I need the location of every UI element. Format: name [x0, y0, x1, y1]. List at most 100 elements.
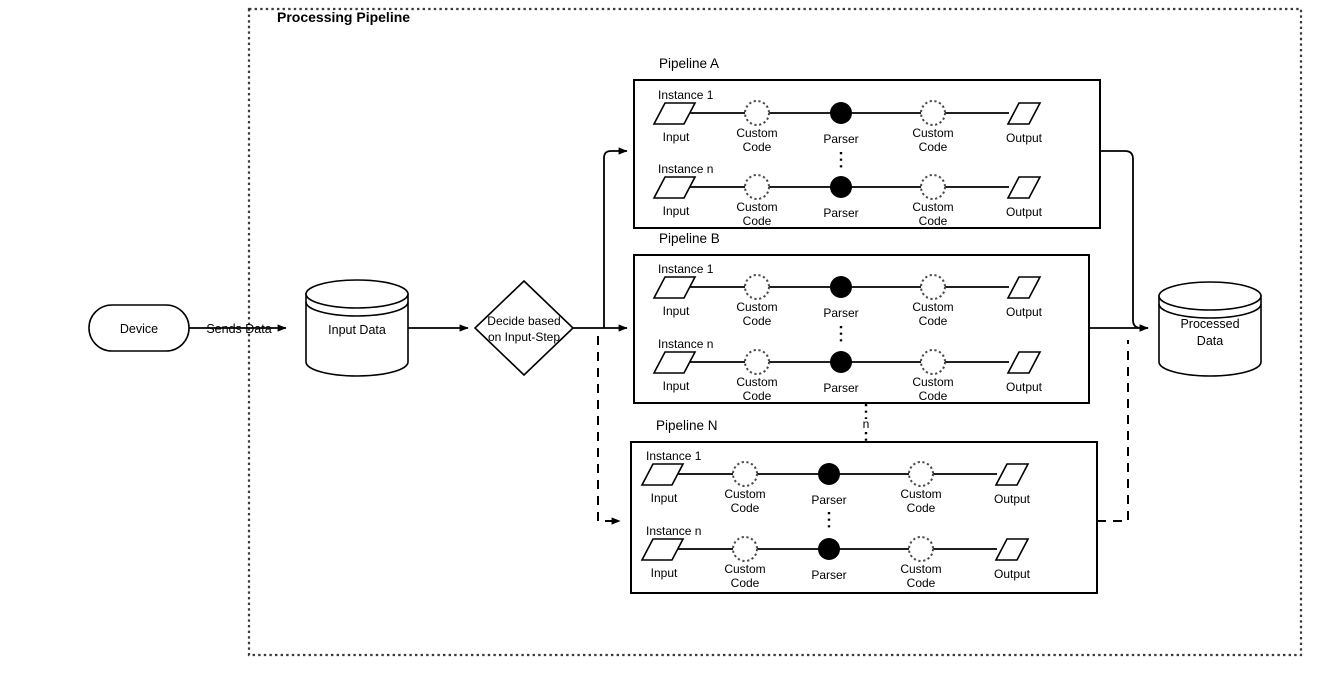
- pn-r1-custom-code-1[interactable]: [732, 461, 758, 487]
- pa-r2-cc2-label-line2: Code: [919, 214, 948, 228]
- pa-r1-input-shape[interactable]: [652, 102, 697, 125]
- pa-r1-custom-code-2[interactable]: [920, 100, 946, 126]
- edge-branch-to-pipeline-n: [597, 336, 621, 525]
- pa-r1-output-shape[interactable]: [1006, 102, 1042, 125]
- processed-data-label-line2: Data: [1197, 334, 1223, 348]
- pn-r2-cc2-label-line2: Code: [907, 576, 936, 590]
- pn-r2-instance-label: Instance n: [646, 524, 701, 538]
- pb-r2-cc2-label-line1: Custom: [912, 375, 953, 389]
- pn-r2-output-shape[interactable]: [994, 538, 1030, 561]
- processed-data-cylinder-ring: [1158, 303, 1262, 319]
- edge-label-sends-data: Sends Data: [206, 322, 271, 336]
- pa-r2-cc2-label-line1: Custom: [912, 200, 953, 214]
- pb-r2-output-label: Output: [1006, 380, 1043, 394]
- pa-r1-input-label: Input: [663, 130, 690, 144]
- processed-data-label-line1: Processed: [1180, 317, 1239, 331]
- pn-r1-input-label: Input: [651, 491, 678, 505]
- pa-r1-cc2-label-line1: Custom: [912, 126, 953, 140]
- pa-r1-custom-code-1[interactable]: [744, 100, 770, 126]
- pa-r2-input-shape[interactable]: [652, 176, 697, 199]
- pa-r1-parser[interactable]: [830, 102, 852, 124]
- pb-r2-parser-label: Parser: [823, 381, 858, 395]
- pb-r1-output-label: Output: [1006, 305, 1043, 319]
- pn-r1-cc2-label-line2: Code: [907, 501, 936, 515]
- pa-r2-input-label: Input: [663, 204, 690, 218]
- processed-data-cylinder-top: [1158, 281, 1262, 311]
- edge-branch-to-pipeline-a: [603, 147, 628, 328]
- processing-pipeline-container: [247, 7, 1303, 657]
- pn-r1-output-shape[interactable]: [994, 463, 1030, 486]
- input-data-label: Input Data: [328, 323, 386, 337]
- pn-r1-custom-code-2[interactable]: [908, 461, 934, 487]
- pa-r2-custom-code-2[interactable]: [920, 174, 946, 200]
- pn-r2-input-shape[interactable]: [640, 538, 685, 561]
- pn-r1-parser[interactable]: [818, 463, 840, 485]
- pb-r1-cc1-label-line2: Code: [743, 314, 772, 328]
- pn-r1-input-shape[interactable]: [640, 463, 685, 486]
- pb-r2-input-label: Input: [663, 379, 690, 393]
- pa-r2-cc1-label-line2: Code: [743, 214, 772, 228]
- pb-r1-input-shape[interactable]: [652, 276, 697, 299]
- pn-r1-output-label: Output: [994, 492, 1031, 506]
- page-title: Processing Pipeline: [277, 9, 410, 25]
- pn-r2-parser[interactable]: [818, 538, 840, 560]
- pb-r2-cc2-label-line2: Code: [919, 389, 948, 403]
- pb-r1-input-label: Input: [663, 304, 690, 318]
- pb-r1-cc2-label-line1: Custom: [912, 300, 953, 314]
- pa-r1-instance-label: Instance 1: [658, 88, 714, 102]
- pb-r1-parser[interactable]: [830, 276, 852, 298]
- pb-r2-cc1-label-line1: Custom: [736, 375, 777, 389]
- pb-r2-custom-code-1[interactable]: [744, 349, 770, 375]
- edge-pipeline-n-to-processed: [1097, 340, 1129, 522]
- pb-r2-output-shape[interactable]: [1006, 351, 1042, 374]
- pa-r1-cc2-label-line2: Code: [919, 140, 948, 154]
- decision-label-line1: Decide based: [487, 314, 560, 328]
- decision-diamond[interactable]: [473, 279, 575, 377]
- pa-r1-cc1-label-line2: Code: [743, 140, 772, 154]
- pipeline-a-title: Pipeline A: [659, 56, 719, 71]
- input-data-cylinder-top: [305, 279, 409, 309]
- pb-r2-input-shape[interactable]: [652, 351, 697, 374]
- pb-r1-cc2-label-line2: Code: [919, 314, 948, 328]
- pn-r2-cc2-label-line1: Custom: [900, 562, 941, 576]
- pipeline-b-title: Pipeline B: [659, 231, 720, 246]
- pn-r1-parser-label: Parser: [811, 493, 846, 507]
- pipeline-b-box[interactable]: [633, 254, 1090, 404]
- pn-r2-output-label: Output: [994, 567, 1031, 581]
- pb-r2-instance-label: Instance n: [658, 337, 713, 351]
- pn-r2-cc1-label-line2: Code: [731, 576, 760, 590]
- pa-r1-cc1-label-line1: Custom: [736, 126, 777, 140]
- pn-r1-cc2-label-line1: Custom: [900, 487, 941, 501]
- decision-label-line2: on Input-Step: [488, 330, 560, 344]
- pn-r2-custom-code-1[interactable]: [732, 536, 758, 562]
- pa-r1-output-label: Output: [1006, 131, 1043, 145]
- pn-r2-cc1-label-line1: Custom: [724, 562, 765, 576]
- pb-r2-parser[interactable]: [830, 351, 852, 373]
- edge-pipeline-a-to-processed: [1100, 150, 1149, 332]
- pa-r2-output-label: Output: [1006, 205, 1043, 219]
- pn-r1-cc1-label-line2: Code: [731, 501, 760, 515]
- pn-r1-cc1-label-line1: Custom: [724, 487, 765, 501]
- input-data-cylinder-ring: [305, 301, 409, 317]
- pa-r2-parser-label: Parser: [823, 206, 858, 220]
- pb-r2-custom-code-2[interactable]: [920, 349, 946, 375]
- pn-r2-custom-code-2[interactable]: [908, 536, 934, 562]
- device-label: Device: [120, 322, 158, 336]
- pb-r1-instance-label: Instance 1: [658, 262, 714, 276]
- pa-r2-output-shape[interactable]: [1006, 176, 1042, 199]
- pb-r1-output-shape[interactable]: [1006, 276, 1042, 299]
- pb-r1-custom-code-1[interactable]: [744, 274, 770, 300]
- pb-r1-parser-label: Parser: [823, 306, 858, 320]
- pa-r2-parser[interactable]: [830, 176, 852, 198]
- pb-r2-cc1-label-line2: Code: [743, 389, 772, 403]
- pipelines-ellipsis-label: n: [863, 417, 870, 431]
- pa-r2-instance-label: Instance n: [658, 162, 713, 176]
- pn-r2-input-label: Input: [651, 566, 678, 580]
- pn-r2-parser-label: Parser: [811, 568, 846, 582]
- pn-r1-instance-label: Instance 1: [646, 449, 702, 463]
- pb-r1-custom-code-2[interactable]: [920, 274, 946, 300]
- pa-r2-custom-code-1[interactable]: [744, 174, 770, 200]
- pa-r1-parser-label: Parser: [823, 132, 858, 146]
